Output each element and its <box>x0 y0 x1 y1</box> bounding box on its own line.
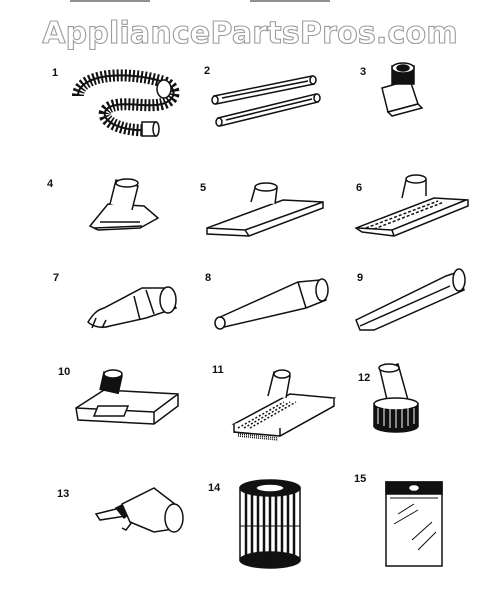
floor-brush-icon <box>230 368 340 444</box>
carpet-nozzle-icon <box>74 370 184 430</box>
part-number-10: 10 <box>58 366 71 378</box>
filter-bag-icon <box>384 480 449 570</box>
crevice-tool-icon <box>354 264 469 339</box>
cropped-top-line <box>70 0 330 2</box>
part-number-14: 14 <box>208 482 221 494</box>
cartridge-filter-icon <box>236 478 306 570</box>
dusting-brush-icon <box>366 362 441 442</box>
part-number-5: 5 <box>200 182 207 194</box>
floor-squeegee-nozzle-icon <box>205 176 330 246</box>
utility-nozzle-icon <box>86 176 166 236</box>
part-number-2: 2 <box>204 65 211 77</box>
tapered-nozzle-icon <box>92 478 192 548</box>
claw-nozzle-icon <box>84 274 184 334</box>
part-number-8: 8 <box>205 272 212 284</box>
hose-icon <box>60 60 185 145</box>
part-number-1: 1 <box>52 67 59 79</box>
wide-floor-nozzle-icon <box>354 170 474 246</box>
part-number-12: 12 <box>358 372 371 384</box>
extension-wands-icon <box>208 64 328 124</box>
part-number-13: 13 <box>57 488 70 500</box>
part-number-7: 7 <box>53 272 60 284</box>
adapter-icon <box>372 60 432 120</box>
part-number-3: 3 <box>360 66 367 78</box>
part-number-15: 15 <box>354 473 367 485</box>
part-number-9: 9 <box>357 272 364 284</box>
part-number-4: 4 <box>47 178 54 190</box>
watermark-logo: AppliancePartsPros.com <box>42 15 458 51</box>
part-number-6: 6 <box>356 182 363 194</box>
part-number-11: 11 <box>212 364 224 376</box>
concentrator-nozzle-icon <box>212 274 332 332</box>
